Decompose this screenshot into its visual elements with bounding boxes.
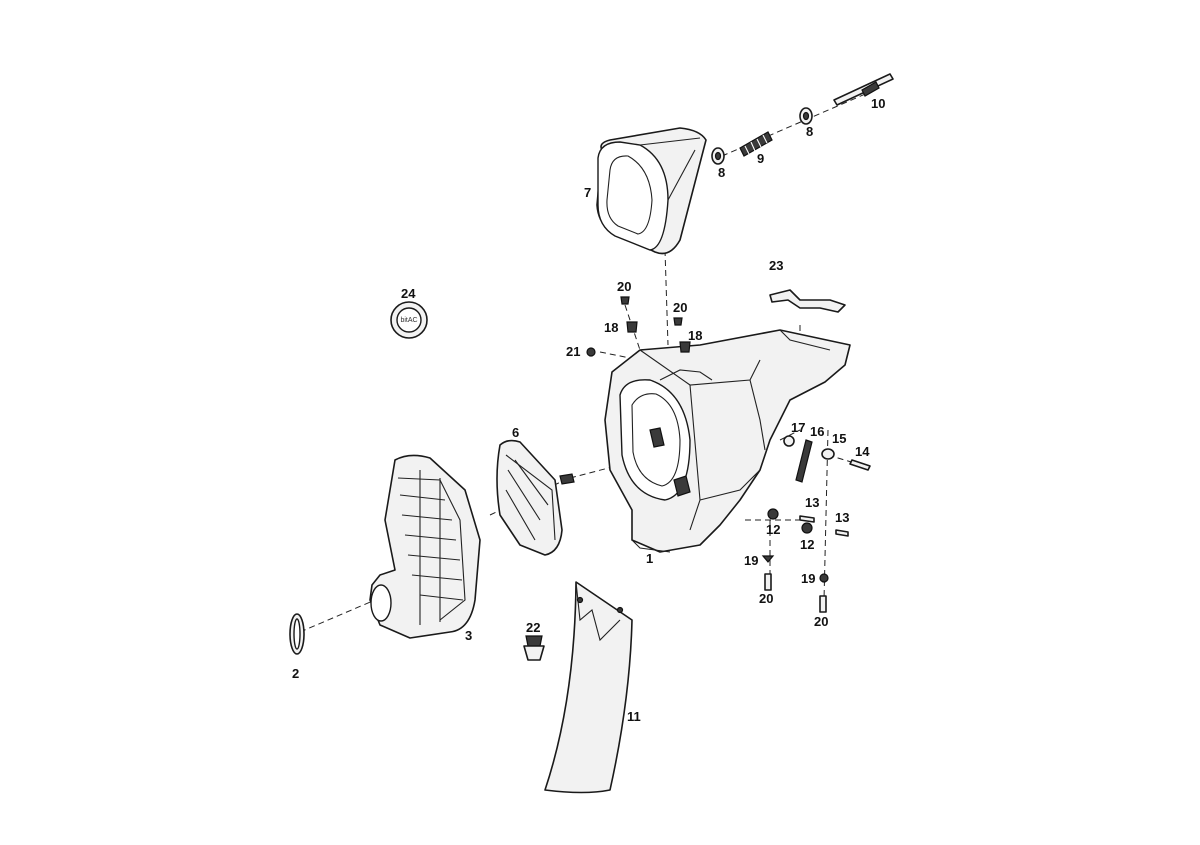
callout-20d: 20 <box>814 614 828 629</box>
callout-2: 2 <box>292 666 299 681</box>
callout-20b: 20 <box>673 300 687 315</box>
part-3-air-duct <box>369 454 481 639</box>
part-16-link <box>795 439 813 483</box>
callout-22: 22 <box>526 620 540 635</box>
part-14-bolt <box>849 459 871 471</box>
callout-9: 9 <box>757 151 764 166</box>
part-23-bracket <box>769 289 846 313</box>
part-9-spring <box>739 131 773 157</box>
callout-1: 1 <box>646 551 653 566</box>
callout-18a: 18 <box>604 320 618 335</box>
part-20-screw-c <box>764 573 772 591</box>
callout-15: 15 <box>832 431 846 446</box>
callout-13a: 13 <box>805 495 819 510</box>
callout-16: 16 <box>810 424 824 439</box>
callout-12b: 12 <box>800 537 814 552</box>
callout-17: 17 <box>791 420 805 435</box>
callout-19b: 19 <box>801 571 815 586</box>
part-17-clip <box>783 435 795 447</box>
part-12-nut-b <box>801 522 813 534</box>
part-10-rod <box>833 73 894 106</box>
part-20-screw-a <box>620 296 630 305</box>
callout-11: 11 <box>627 709 641 724</box>
callout-18b: 18 <box>688 328 702 343</box>
part-19-clip-a <box>761 555 775 563</box>
part-20-screw-d <box>819 595 827 613</box>
callout-labels: 1 2 3 6 7 8 8 9 10 11 12 12 13 13 14 15 … <box>292 96 885 724</box>
part-13-bolt-a <box>799 515 815 523</box>
part-13-bolt-b <box>835 529 849 537</box>
part-8-washer-a <box>711 147 725 165</box>
part-1-main-housing <box>604 329 851 553</box>
callout-12a: 12 <box>766 522 780 537</box>
callout-3: 3 <box>465 628 472 643</box>
part-22-grommet <box>523 635 545 661</box>
callout-7: 7 <box>584 185 591 200</box>
callout-21: 21 <box>566 344 580 359</box>
part-20-screw-b <box>673 317 683 326</box>
part-2-clamp-ring <box>289 613 305 655</box>
logo-text: bitAC <box>400 317 417 324</box>
callout-20c: 20 <box>759 591 773 606</box>
callout-20a: 20 <box>617 279 631 294</box>
part-18-nut-b <box>679 341 691 353</box>
part-15-washer <box>821 448 835 460</box>
part-21-nut <box>586 347 596 357</box>
callout-23: 23 <box>769 258 783 273</box>
part-19-clip-b <box>819 573 829 583</box>
callout-8b: 8 <box>806 124 813 139</box>
part-11-mud-guard <box>544 581 633 794</box>
callout-6: 6 <box>512 425 519 440</box>
callout-14: 14 <box>855 444 870 459</box>
callout-13b: 13 <box>835 510 849 525</box>
callout-8a: 8 <box>718 165 725 180</box>
callout-24: 24 <box>401 286 416 301</box>
part-7-airbox-cover <box>596 127 707 255</box>
part-12-nut-a <box>767 508 779 520</box>
callout-19a: 19 <box>744 553 758 568</box>
part-24-logo-badge: bitAC <box>390 301 428 339</box>
callout-10: 10 <box>871 96 885 111</box>
part-18-nut-a <box>626 321 638 333</box>
small-hardware <box>586 296 871 613</box>
part-6-fan-cover <box>496 439 575 556</box>
part-8-washer-b <box>799 107 813 125</box>
